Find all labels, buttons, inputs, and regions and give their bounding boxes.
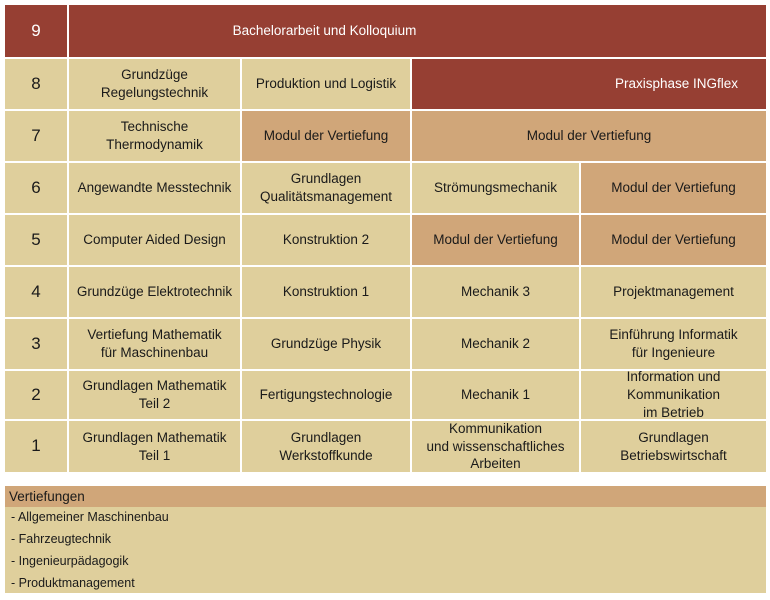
vertiefung-item: - Allgemeiner Maschinenbau bbox=[11, 510, 169, 524]
vertiefungen-title: Vertiefungen bbox=[5, 486, 766, 507]
vertiefung-item: - Ingenieurpädagogik bbox=[11, 554, 129, 568]
module-cell: Vertiefung Mathematik für Maschinenbau bbox=[69, 319, 240, 369]
module-cell: Konstruktion 2 bbox=[242, 215, 410, 265]
module-cell: Grundlagen Werkstoffkunde bbox=[242, 421, 410, 472]
semester-number: 4 bbox=[5, 267, 67, 317]
semester-number: 9 bbox=[5, 5, 67, 57]
module-cell: Grundlagen Betriebswirtschaft bbox=[581, 421, 766, 472]
module-cell: Grundzüge Physik bbox=[242, 319, 410, 369]
semester-number: 7 bbox=[5, 111, 67, 161]
module-cell: Information und Kommunikation im Betrieb bbox=[581, 369, 766, 420]
module-cell: Computer Aided Design bbox=[69, 215, 240, 265]
module-cell: Mechanik 1 bbox=[412, 371, 579, 419]
module-cell: Konstruktion 1 bbox=[242, 267, 410, 317]
module-cell: Strömungsmechanik bbox=[412, 163, 579, 213]
semester-number: 8 bbox=[5, 59, 67, 109]
module-cell: Bachelorarbeit und Kolloquium bbox=[69, 5, 580, 57]
praxisphase-cell: Praxisphase INGflex bbox=[412, 59, 766, 109]
vertiefung-module-cell: Modul der Vertiefung bbox=[581, 163, 766, 213]
semester-number: 1 bbox=[5, 421, 67, 472]
vertiefung-module-cell: Modul der Vertiefung bbox=[412, 111, 766, 161]
module-cell: Grundlagen Mathematik Teil 2 bbox=[69, 371, 240, 419]
module-cell: Produktion und Logistik bbox=[242, 59, 410, 109]
vertiefung-module-cell: Modul der Vertiefung bbox=[242, 111, 410, 161]
module-cell: Grundzüge Elektrotechnik bbox=[69, 267, 240, 317]
semester-number: 3 bbox=[5, 319, 67, 369]
vertiefung-item: - Produktmanagement bbox=[11, 576, 135, 590]
module-cell: Mechanik 3 bbox=[412, 267, 579, 317]
semester-number: 6 bbox=[5, 163, 67, 213]
module-cell: Fertigungstechnologie bbox=[242, 371, 410, 419]
semester-number: 5 bbox=[5, 215, 67, 265]
vertiefung-module-cell: Modul der Vertiefung bbox=[412, 215, 579, 265]
module-cell: Einführung Informatik für Ingenieure bbox=[581, 319, 766, 369]
module-cell: Grundlagen Qualitätsmanagement bbox=[242, 163, 410, 213]
semester-number: 2 bbox=[5, 371, 67, 419]
praxis-block-top bbox=[580, 5, 766, 57]
module-cell: Projektmanagement bbox=[581, 267, 766, 317]
module-cell: Angewandte Messtechnik bbox=[69, 163, 240, 213]
module-cell: Kommunikation und wissenschaftliches Arb… bbox=[412, 421, 579, 472]
module-cell: Mechanik 2 bbox=[412, 319, 579, 369]
module-cell: Technische Thermodynamik bbox=[69, 111, 240, 161]
module-cell: Grundlagen Mathematik Teil 1 bbox=[69, 421, 240, 472]
vertiefung-item: - Fahrzeugtechnik bbox=[11, 532, 112, 546]
vertiefungen-list-box: - Allgemeiner Maschinenbau - Fahrzeugtec… bbox=[5, 507, 766, 593]
vertiefung-module-cell: Modul der Vertiefung bbox=[581, 215, 766, 265]
module-cell: Grundzüge Regelungstechnik bbox=[69, 59, 240, 109]
